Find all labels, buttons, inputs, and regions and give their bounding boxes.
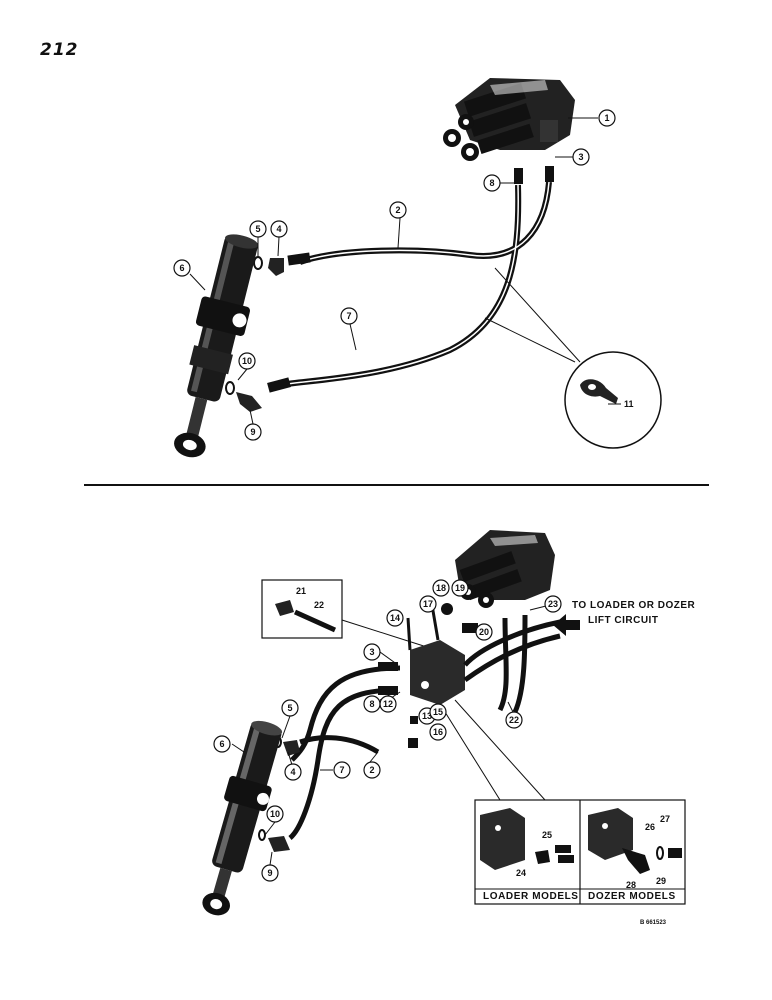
svg-text:19: 19 [455, 583, 465, 593]
svg-text:4: 4 [290, 767, 295, 777]
bottom-control-valve-drawing [455, 530, 555, 608]
callout-b-22-inset: 22 [314, 600, 324, 610]
callout-b-10: 10 [266, 805, 284, 823]
svg-text:3: 3 [578, 152, 583, 162]
svg-text:3: 3 [369, 647, 374, 657]
callout-b-18: 18 [432, 579, 450, 597]
lift-circuit-note-line1: TO LOADER OR DOZER [572, 600, 696, 611]
callout-8: 8 [483, 174, 501, 192]
page-number: 212 [40, 40, 79, 60]
svg-text:9: 9 [250, 427, 255, 437]
elbow-4 [268, 258, 284, 276]
elbow-9 [236, 392, 262, 412]
callout-b-3: 3 [363, 643, 381, 661]
callout-b-2: 2 [363, 761, 381, 779]
callout-b-21: 21 [296, 586, 306, 596]
callout-b-8: 8 [363, 695, 381, 713]
callout-b-15: 15 [429, 703, 447, 721]
callout-b-7: 7 [333, 761, 351, 779]
lift-circuit-note-line2: LIFT CIRCUIT [588, 615, 659, 626]
callout-b-9: 9 [261, 864, 279, 882]
svg-text:5: 5 [287, 703, 292, 713]
svg-text:12: 12 [383, 699, 393, 709]
figure-reference: B 661523 [640, 920, 667, 926]
manifold-block-13 [410, 640, 465, 705]
dozer-models-caption: DOZER MODELS [588, 891, 676, 902]
callout-2: 2 [389, 201, 407, 219]
svg-text:4: 4 [276, 224, 281, 234]
svg-text:8: 8 [369, 699, 374, 709]
callout-b-23: 23 [544, 595, 562, 613]
svg-text:6: 6 [179, 263, 184, 273]
svg-text:7: 7 [346, 311, 351, 321]
lift-circuit-arrow-icon [553, 614, 580, 636]
loader-models-caption: LOADER MODELS [483, 891, 579, 902]
bottom-hose-2 [290, 665, 401, 762]
callout-b-20: 20 [475, 623, 493, 641]
svg-text:16: 16 [433, 727, 443, 737]
svg-text:13: 13 [422, 711, 432, 721]
callout-3: 3 [572, 148, 590, 166]
cylinder-6-drawing [174, 234, 259, 458]
bottom-cylinder-6-drawing [202, 720, 283, 916]
svg-text:14: 14 [390, 613, 400, 623]
callout-9: 9 [244, 423, 262, 441]
svg-text:6: 6 [219, 739, 224, 749]
callout-b-26: 26 [645, 822, 655, 832]
svg-text:10: 10 [242, 356, 252, 366]
callout-b-24: 24 [516, 868, 526, 878]
callout-b-4: 4 [284, 763, 302, 781]
svg-text:2: 2 [369, 765, 374, 775]
svg-text:5: 5 [255, 224, 260, 234]
callout-4: 4 [270, 220, 288, 238]
callout-b-25: 25 [542, 830, 552, 840]
callout-b-12: 12 [379, 695, 397, 713]
callout-b-16: 16 [429, 723, 447, 741]
svg-text:8: 8 [489, 178, 494, 188]
callout-b-29: 29 [656, 876, 666, 886]
svg-text:10: 10 [270, 809, 280, 819]
callout-11: 11 [624, 399, 634, 409]
svg-text:23: 23 [548, 599, 558, 609]
svg-text:9: 9 [267, 868, 272, 878]
fitting-8 [514, 168, 523, 184]
callout-b-17: 17 [419, 595, 437, 613]
svg-text:20: 20 [479, 627, 489, 637]
bottom-figure [202, 530, 686, 916]
svg-text:15: 15 [433, 707, 443, 717]
svg-text:7: 7 [339, 765, 344, 775]
svg-text:1: 1 [604, 113, 609, 123]
callout-b-6: 6 [213, 735, 231, 753]
callout-7: 7 [340, 307, 358, 325]
callout-b-14: 14 [386, 609, 404, 627]
callout-1: 1 [598, 109, 616, 127]
section-divider [84, 484, 709, 486]
callout-b-19: 19 [451, 579, 469, 597]
callout-b-28: 28 [626, 880, 636, 890]
callout-6: 6 [173, 259, 191, 277]
top-figure [174, 78, 662, 458]
bottom-callouts: 2 3 4 5 6 7 8 9 10 12 13 14 15 16 17 18 … [213, 579, 670, 890]
bottom-hose-7 [288, 687, 399, 840]
top-callouts: 1 2 3 4 5 6 7 8 9 10 11 [173, 109, 634, 441]
callout-5: 5 [249, 220, 267, 238]
svg-text:18: 18 [436, 583, 446, 593]
svg-text:2: 2 [395, 205, 400, 215]
callout-10: 10 [238, 352, 256, 370]
svg-text:17: 17 [423, 599, 433, 609]
svg-text:22: 22 [509, 715, 519, 725]
callout-b-27: 27 [660, 814, 670, 824]
fitting-3 [545, 166, 554, 182]
control-valve-drawing [443, 78, 575, 161]
callout-b-22: 22 [505, 711, 523, 729]
callout-b-5: 5 [281, 699, 299, 717]
